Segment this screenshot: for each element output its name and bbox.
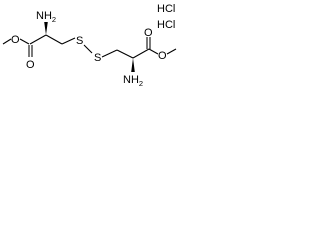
bond-o-carbonyl-left [19,38,30,45]
amine-left-base: NH [36,10,52,22]
bond-carbonyl-alpha-left [29,34,47,45]
wedge-alpha-nh2-left [44,22,48,35]
bond-ch2-s-left [61,37,76,45]
amine-right-base: NH [123,74,139,86]
bond-carbonyl-o-right [148,48,159,55]
sulfur-left: S [76,35,83,47]
structure-drawing: HCl HCl O O NH2 S [2,3,177,88]
amine-left: NH2 [36,10,56,24]
sulfur-right: S [94,52,101,64]
hcl-label-2: HCl [157,19,175,31]
chemical-structure: HCl HCl O O NH2 S [0,0,189,107]
bond-methyl-o-left [2,38,12,45]
amine-right-subscript: 2 [139,79,143,88]
bond-s-ch2-right [101,49,118,58]
bond-alpha-carbonyl-right [132,48,150,59]
amine-right: NH2 [123,74,143,88]
amine-left-subscript: 2 [52,15,56,24]
bond-alpha-ch2-left [45,34,63,45]
carbonyl-oxygen-right: O [144,27,153,39]
carbonyl-oxygen-left: O [26,59,35,71]
ester-oxygen-left: O [11,34,20,46]
bond-ch2-alpha-right [116,49,134,59]
bond-o-methyl-right [166,48,177,55]
hcl-label-1: HCl [157,3,175,15]
bond-disulfide [83,44,93,54]
ester-oxygen-right: O [158,50,167,62]
wedge-alpha-nh2-right [131,58,135,72]
